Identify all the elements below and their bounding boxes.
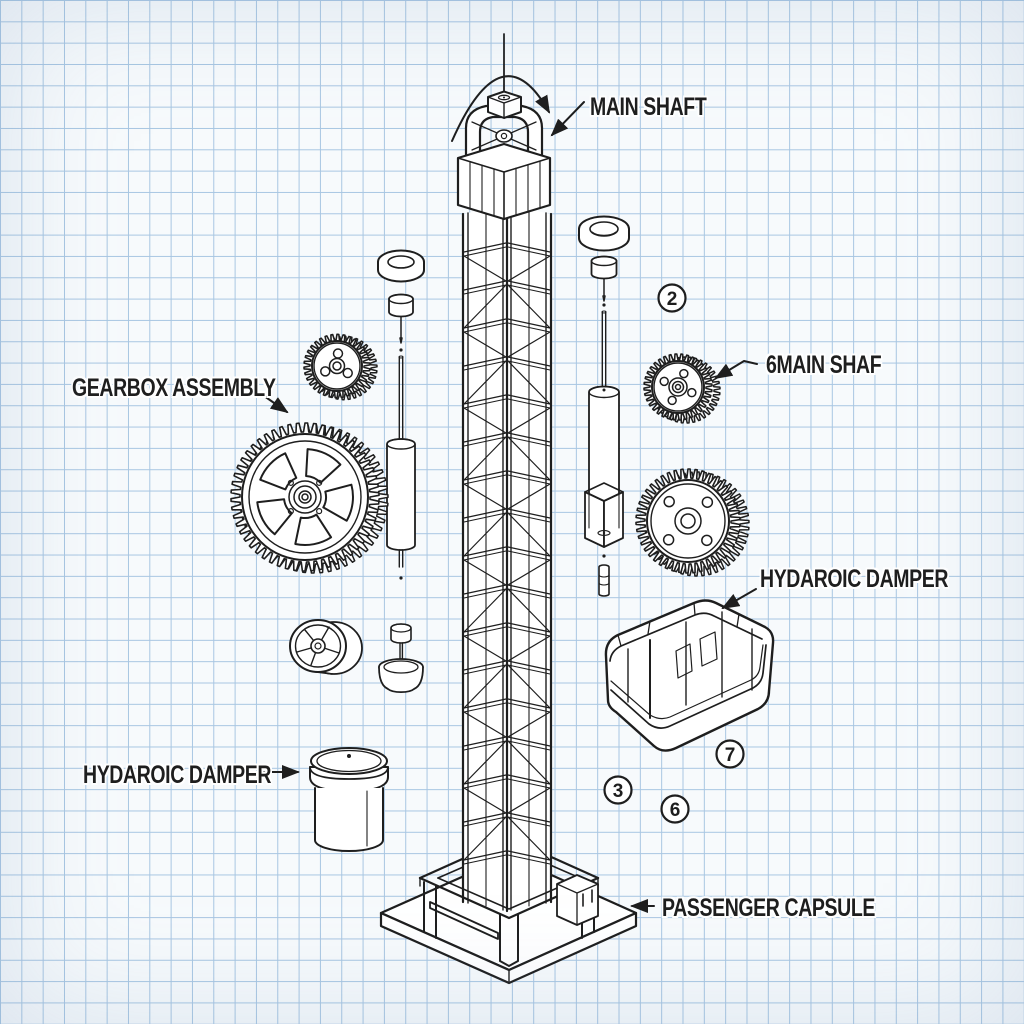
label-main-shaf-6: 6MAIN SHAF — [766, 351, 882, 379]
label-passenger-capsule: PASSENGER CAPSULE — [662, 894, 875, 922]
right-shaft-assembly — [578, 215, 630, 597]
callout-number-7: 7 — [715, 739, 745, 769]
label-hydaroic-damper-left: HYDAROIC DAMPER — [83, 761, 272, 789]
gear-layer — [230, 333, 750, 577]
label-gearbox-assembly: GEARBOX ASSEMBLY — [72, 374, 276, 402]
callout-number-2: 2 — [657, 283, 687, 313]
callout-number-3: 3 — [603, 775, 633, 805]
left-pulley-wheel — [289, 619, 363, 675]
gearbox-main-gear — [230, 422, 389, 574]
left-shaft-assembly — [377, 249, 425, 694]
leader-main-shaf-6 — [714, 360, 758, 380]
callout-2-text: 2 — [667, 289, 678, 310]
callout-leaders — [256, 101, 758, 913]
leader-main-shaft — [550, 101, 585, 137]
callout-number-6: 6 — [660, 794, 690, 824]
control-box — [556, 874, 599, 926]
rotation-arc — [451, 75, 550, 142]
left-damper-bucket — [309, 747, 389, 852]
callout-6-text: 6 — [670, 800, 681, 821]
passenger-capsule-cage — [604, 599, 775, 752]
leader-gearbox-assembly — [256, 390, 289, 414]
left-small-gear — [303, 333, 378, 401]
label-main-shaft: MAIN SHAFT — [590, 93, 707, 121]
callout-3-text: 3 — [613, 781, 624, 802]
callout-7-text: 7 — [725, 745, 736, 766]
leader-hydaroic-damper-right — [721, 588, 757, 609]
tower-lattice — [461, 203, 553, 913]
tower-top-assembly — [456, 33, 552, 221]
right-small-gear — [643, 353, 721, 424]
label-hydaroic-damper-right: HYDAROIC DAMPER — [760, 565, 949, 593]
right-large-gear — [635, 468, 750, 577]
